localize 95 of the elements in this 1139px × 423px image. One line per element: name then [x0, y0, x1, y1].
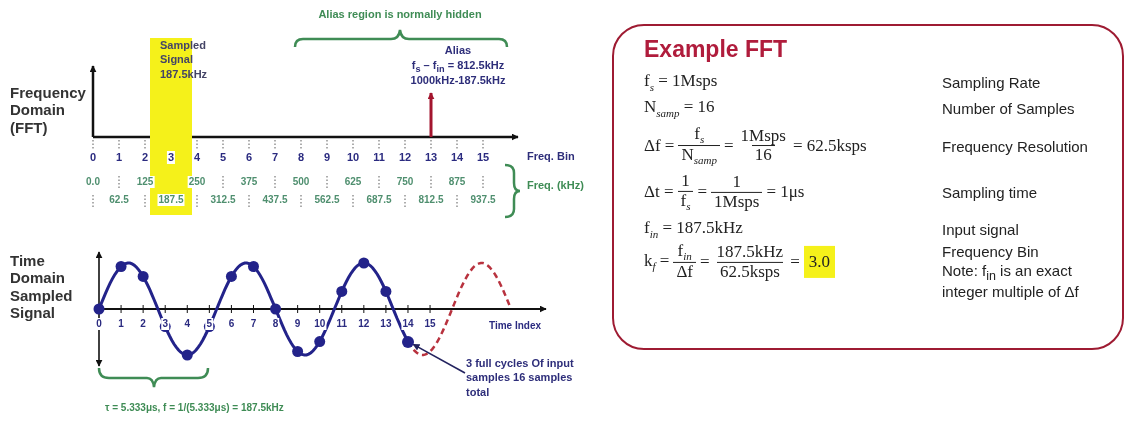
time-index-number: 15	[423, 318, 437, 330]
formula-term: f$_{in}$	[676, 241, 693, 263]
formula-term: N$_{samp}$ = 16	[644, 97, 715, 119]
frequency-value: 500	[291, 176, 311, 188]
bin-number: 14	[449, 151, 465, 164]
description-text: Sampling Rate	[942, 73, 1041, 91]
axis-title: Time Domain Sampled Signal	[10, 252, 74, 321]
formula-term: Δt =	[644, 182, 674, 202]
annotation-text: 3 full cycles Of input samples 16 samples total	[466, 356, 578, 399]
frequency-value: 687.5	[365, 194, 393, 206]
frequency-value: 250	[187, 176, 207, 188]
formula-term: f$_{s}$ = 1Msps	[644, 71, 718, 93]
note-text: Note: f$_{in}$ is an exact integer multiple of Δf	[942, 262, 1080, 300]
frequency-value: 312.5	[209, 194, 237, 206]
bin-number: 7	[270, 151, 280, 164]
frequency-value: 62.5	[108, 194, 130, 206]
bin-number: 0	[88, 151, 98, 164]
formula-term: = 1μs	[766, 182, 805, 202]
bin-number: 12	[397, 151, 413, 164]
panel-title: Example FFT	[644, 36, 788, 63]
frequency-value: 625	[343, 176, 363, 188]
description-text: Frequency Bin	[942, 242, 1039, 260]
frequency-value: 937.5	[469, 194, 497, 206]
bin-number: 15	[475, 151, 491, 164]
bin-number: 1	[114, 151, 124, 164]
time-index-number: 5	[205, 318, 214, 330]
frequency-value: 375	[239, 176, 259, 188]
formula-term: =	[723, 136, 734, 156]
formula-term: 62.5ksps	[716, 261, 783, 282]
formula-term: 187.5kHz	[715, 242, 785, 262]
bin-number: 2	[140, 151, 150, 164]
formula-term: = 62.5ksps	[792, 136, 867, 156]
alias-label: Alias	[444, 44, 472, 57]
frequency-value: 875	[447, 176, 467, 188]
highlighted-result: 3.0	[803, 246, 835, 278]
time-index-number: 9	[293, 318, 302, 330]
frequency-value: 750	[395, 176, 415, 188]
sample-dot	[401, 335, 414, 348]
time-index-number: 8	[271, 318, 280, 330]
axis-label: Freq. (kHz)	[527, 179, 584, 192]
frequency-value: 437.5	[261, 194, 289, 206]
formula-term: k$_{f}$ =	[644, 251, 670, 273]
formula-term: Δf =	[644, 136, 675, 156]
formula-term: 16	[751, 145, 775, 166]
description-text: Number of Samples	[942, 99, 1075, 117]
bin-number: 6	[244, 151, 254, 164]
bin-number: 4	[192, 151, 202, 164]
frequency-value: 0.0	[85, 176, 101, 188]
info-panel	[612, 24, 1124, 350]
formula-term: f$_{s}$	[677, 190, 694, 213]
time-index-number: 4	[183, 318, 192, 330]
time-index-number: 2	[139, 318, 147, 330]
frequency-value: 562.5	[313, 194, 341, 206]
bin-number: 3	[166, 151, 176, 164]
frequency-value: 125	[135, 176, 155, 188]
time-index-number: 0	[95, 318, 103, 330]
bin-number: 10	[345, 151, 361, 164]
region-note: Alias region is normally hidden	[318, 8, 482, 21]
formula-term: 1	[731, 172, 742, 192]
formula-term: Δf	[673, 262, 696, 283]
bin-number: 11	[372, 151, 386, 164]
description-text: Frequency Resolution	[942, 137, 1088, 155]
time-index-number: 1	[117, 318, 125, 330]
leader-arrow	[412, 343, 466, 374]
alias-formula: f$_{s}$ – f$_{in}$ = 812.5kHz	[411, 59, 505, 75]
period-formula: τ = 5.333μs, f = 1/(5.333μs) = 187.5kHz	[105, 402, 284, 414]
frequency-value: 187.5	[157, 194, 185, 206]
axis-label: Freq. Bin	[527, 150, 575, 163]
formula-term: N$_{samp}$	[678, 145, 720, 167]
axis-title: Frequency Domain (FFT)	[10, 84, 87, 136]
formula-term: =	[790, 252, 800, 272]
axis-label: Time Index	[488, 320, 543, 332]
formula-term: =	[700, 252, 710, 272]
time-index-number: 7	[249, 318, 258, 330]
description-text: Input signal	[942, 220, 1019, 238]
time-index-number: 13	[379, 318, 393, 330]
formula-term: f$_{in}$ = 187.5kHz	[644, 218, 743, 240]
time-index-number: 14	[401, 318, 415, 330]
time-index-number: 3	[161, 318, 169, 330]
time-index-number: 6	[227, 318, 236, 330]
time-index-number: 10	[313, 318, 327, 330]
bin-number: 8	[296, 151, 306, 164]
bin-number: 5	[218, 151, 228, 164]
bin-number: 9	[322, 151, 332, 164]
time-index-number: 12	[357, 318, 371, 330]
formula-term: =	[697, 182, 708, 202]
bin-number: 13	[423, 151, 439, 164]
frequency-value: 812.5	[417, 194, 445, 206]
formula-term: f$_{s}$	[693, 125, 706, 146]
formula-term: 1Msps	[739, 126, 787, 146]
time-index-number: 11	[335, 318, 349, 330]
formula-term: 1	[680, 171, 691, 191]
formula-term: 1Msps	[711, 191, 763, 212]
alias-formula: 1000kHz-187.5kHz	[410, 74, 506, 87]
description-text: Sampling time	[942, 183, 1038, 201]
